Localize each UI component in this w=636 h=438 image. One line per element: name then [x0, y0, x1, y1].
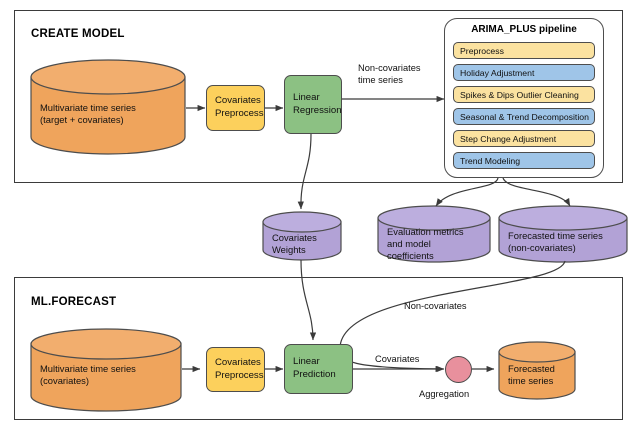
mlf-source-line1: Multivariate time series	[40, 363, 136, 374]
aggregation-label: Aggregation	[419, 389, 470, 399]
evaluation-metrics-line3: coefficients	[387, 250, 434, 262]
cm-regression-line1: Linear	[293, 91, 320, 103]
pipeline-title: ARIMA_PLUS pipeline	[471, 24, 577, 35]
cm-source-line1: Multivariate time series	[40, 102, 136, 113]
pipeline-step-seasonal-trend-decomposition[interactable]: Seasonal & Trend Decomposition	[453, 108, 595, 125]
mlf-preprocess-line2: Preprocess	[215, 369, 264, 381]
edge-label-nc-line2: time series	[358, 74, 403, 85]
pipeline-step-spikes-dips-outlier-cleaning[interactable]: Spikes & Dips Outlier Cleaning	[453, 86, 595, 103]
mlf-output-line2: time series	[508, 375, 554, 387]
edge-label-covariates: Covariates	[375, 354, 420, 364]
pipeline-step-label: Seasonal & Trend Decomposition	[460, 111, 589, 122]
edge-weights-to-linear-prediction	[300, 259, 317, 341]
pipeline-step-label: Trend Modeling	[460, 155, 521, 166]
evaluation-metrics-cylinder-shape	[377, 205, 491, 263]
edge-label-non-covariates-time-series: Non-covariates time series	[358, 63, 421, 87]
cm-preprocess-line2: Preprocess	[215, 108, 264, 119]
pipeline-step-label: Step Change Adjustment	[460, 133, 557, 144]
create-model-section	[14, 10, 623, 183]
mlf-linear-prediction-box[interactable]: Linear Prediction	[284, 344, 353, 394]
ml-forecast-section	[14, 277, 623, 420]
cm-covariates-preprocess-box[interactable]: Covariates Preprocess	[206, 85, 265, 131]
edge-pipeline-to-evaluation	[435, 177, 499, 207]
create-model-source-cylinder-shape	[30, 59, 186, 155]
pipeline-step-label: Spikes & Dips Outlier Cleaning	[460, 89, 579, 100]
covariates-weights-cylinder-shape	[262, 211, 342, 261]
edge-forecasted-to-aggregation	[339, 260, 566, 373]
evaluation-metrics-line1: Evaluation metrics	[387, 226, 464, 237]
pipeline-step-step-change-adjustment[interactable]: Step Change Adjustment	[453, 130, 595, 147]
cm-source-line2: (target + covariates)	[40, 114, 124, 126]
pipeline-step-holiday-adjustment[interactable]: Holiday Adjustment	[453, 64, 595, 81]
pipeline-step-preprocess[interactable]: Preprocess	[453, 42, 595, 59]
covariates-weights-line1: Covariates	[272, 232, 317, 243]
ml-forecast-output-cylinder: Forecasted time series	[499, 352, 575, 399]
edge-cm-regression-to-weights	[297, 133, 312, 210]
mlf-prediction-line1: Linear	[293, 356, 320, 368]
mlf-covariates-preprocess-box[interactable]: Covariates Preprocess	[206, 347, 265, 392]
evaluation-metrics-cylinder: Evaluation metrics and model coefficient…	[378, 218, 490, 262]
forecasted-non-covariates-cylinder: Forecasted time series (non-covariates)	[499, 218, 627, 262]
forecasted-nc-line2: (non-covariates)	[508, 242, 576, 254]
mlf-preprocess-line1: Covariates	[215, 356, 261, 368]
mlf-source-line2: (covariates)	[40, 375, 89, 387]
mlf-prediction-line2: Prediction	[293, 369, 336, 380]
covariates-weights-line2: Weights	[272, 244, 306, 256]
ml-forecast-source-cylinder-shape	[30, 328, 182, 412]
aggregation-node[interactable]	[445, 356, 472, 383]
create-model-source-cylinder: Multivariate time series (target + covar…	[31, 77, 185, 154]
cm-preprocess-line1: Covariates	[215, 95, 261, 107]
forecasted-nc-line1: Forecasted time series	[508, 230, 603, 241]
pipeline-step-label: Holiday Adjustment	[460, 67, 535, 78]
edge-label-non-covariates: Non-covariates	[404, 301, 467, 311]
edge-pipeline-to-forecasted	[502, 177, 571, 207]
evaluation-metrics-line2: and model	[387, 238, 431, 250]
forecasted-non-covariates-cylinder-shape	[498, 205, 628, 263]
ml-forecast-source-cylinder: Multivariate time series (covariates)	[31, 344, 181, 411]
mlf-output-line1: Forecasted	[508, 363, 555, 374]
ml-forecast-title: ML.FORECAST	[31, 296, 117, 308]
cm-regression-line2: Regression	[293, 104, 342, 116]
edge-label-nc-line1: Non-covariates	[358, 63, 421, 73]
pipeline-step-label: Preprocess	[460, 45, 504, 56]
arima-plus-pipeline-container: ARIMA_PLUS pipeline Preprocess Holiday A…	[444, 18, 604, 178]
create-model-title: CREATE MODEL	[31, 28, 125, 40]
ml-forecast-output-cylinder-shape	[498, 341, 576, 400]
cm-linear-regression-box[interactable]: Linear Regression	[284, 75, 342, 134]
covariates-weights-cylinder: Covariates Weights	[263, 222, 341, 260]
pipeline-step-trend-modeling[interactable]: Trend Modeling	[453, 152, 595, 169]
